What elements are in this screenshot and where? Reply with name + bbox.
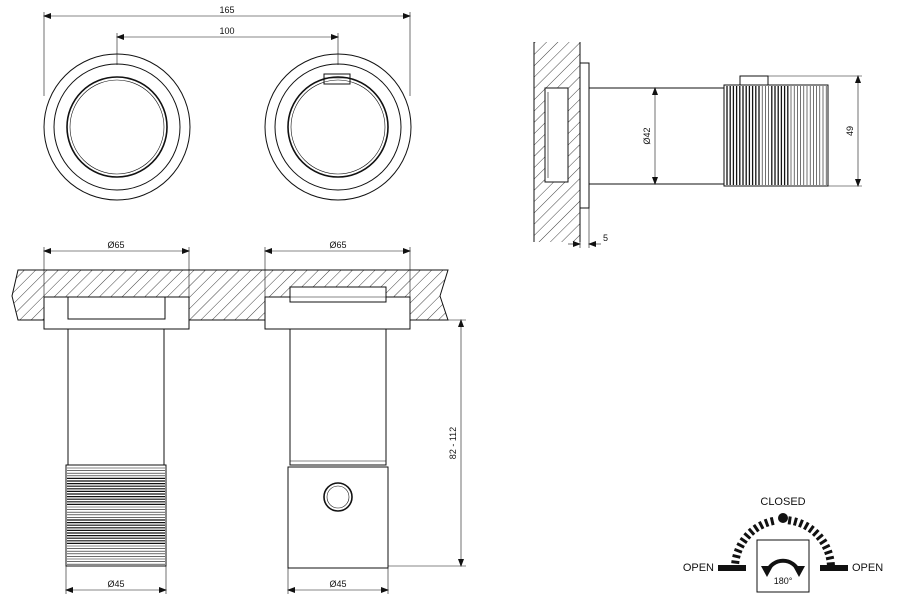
side-knob-height-label: 49 [845,126,855,136]
projection-range-label: 82 - 112 [448,427,458,459]
left-flange-dia-label: Ø65 [107,240,124,250]
center-distance-label: 100 [219,26,234,36]
overall-width-label: 165 [219,5,234,15]
side-knob-ribs [726,86,827,185]
left-knob-ribs [67,467,165,565]
open-right-label: OPEN [852,562,883,574]
rotation-box [756,539,810,593]
right-section: Ø65 Ø45 [264,240,411,594]
open-left-label: OPEN [683,562,714,574]
front-view: 165 100 [43,5,412,201]
closed-label: CLOSED [760,496,805,508]
right-flange-dia-label: Ø65 [329,240,346,250]
left-body-dia-label: Ø45 [107,579,124,589]
side-view: Ø42 49 5 [533,42,862,248]
section-views: Ø65 Ø45 Ø65 [11,240,466,594]
open-right-bar [820,565,848,571]
right-rosette [264,53,412,201]
open-left-bar [718,565,746,571]
rotation-indicator: CLOSED OPEN OPEN 180° [683,496,883,593]
side-flange-thickness-label: 5 [603,233,608,243]
left-rosette [43,53,191,201]
closed-dot [778,513,788,523]
angle-label: 180° [774,576,793,586]
right-body-dia-label: Ø45 [329,579,346,589]
left-section: Ø65 Ø45 [43,240,190,594]
side-body-dia-label: Ø42 [642,127,652,144]
